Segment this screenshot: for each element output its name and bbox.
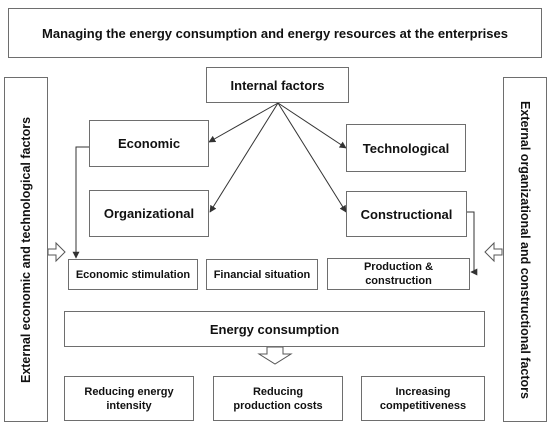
financial-situation-label: Financial situation	[213, 268, 311, 281]
costs-label-line1: Reducing	[252, 385, 304, 398]
organizational-label: Organizational	[103, 206, 195, 221]
constructional-label: Constructional	[360, 206, 453, 222]
organizational-box: Organizational	[89, 190, 209, 237]
arrow-right-external	[484, 241, 503, 263]
arrow-left-external	[47, 241, 66, 263]
arrow-energy-down	[257, 346, 293, 365]
production-label-line1: Production &	[363, 261, 434, 273]
title-text: Managing the energy consumption and ener…	[42, 25, 508, 41]
production-construction-box: Production & construction	[327, 258, 470, 290]
arrow-internal-to-economic	[208, 102, 279, 143]
right-side-panel: External organizational and construction…	[503, 77, 547, 422]
title-box: Managing the energy consumption and ener…	[8, 8, 542, 58]
arrow-internal-to-organizational	[209, 102, 279, 213]
costs-label-line2: production costs	[233, 399, 323, 412]
energy-consumption-box: Energy consumption	[64, 311, 485, 347]
intensity-label-line1: Reducing energy	[84, 385, 174, 398]
increasing-competitiveness-box: Increasing competitiveness	[361, 376, 485, 421]
competitive-label-line2: competitiveness	[379, 399, 467, 412]
internal-factors-box: Internal factors	[206, 67, 349, 103]
arrow-internal-to-constructional	[277, 102, 347, 213]
technological-label: Technological	[362, 140, 450, 156]
competitive-label-line1: Increasing	[395, 385, 451, 398]
economic-stimulation-label: Economic stimulation	[75, 268, 191, 281]
left-side-panel: External economic and technological fact…	[4, 77, 48, 422]
financial-situation-box: Financial situation	[206, 259, 318, 290]
right-side-label: External organizational and construction…	[518, 100, 532, 399]
constructional-box: Constructional	[346, 191, 467, 237]
arrow-internal-to-technological	[277, 102, 347, 149]
economic-label: Economic	[117, 136, 181, 151]
arrow-constructional-to-production	[467, 211, 478, 276]
arrow-economic-to-stimulation	[72, 146, 89, 259]
economic-stimulation-box: Economic stimulation	[68, 259, 198, 290]
reducing-energy-intensity-box: Reducing energy intensity	[64, 376, 194, 421]
internal-factors-label: Internal factors	[230, 77, 325, 93]
left-side-label: External economic and technological fact…	[19, 116, 33, 383]
intensity-label-line2: intensity	[106, 399, 152, 412]
energy-consumption-label: Energy consumption	[209, 321, 340, 337]
production-label-line2: construction	[365, 275, 432, 287]
reducing-production-costs-box: Reducing production costs	[213, 376, 343, 421]
economic-box: Economic	[89, 120, 209, 167]
technological-box: Technological	[346, 124, 466, 172]
